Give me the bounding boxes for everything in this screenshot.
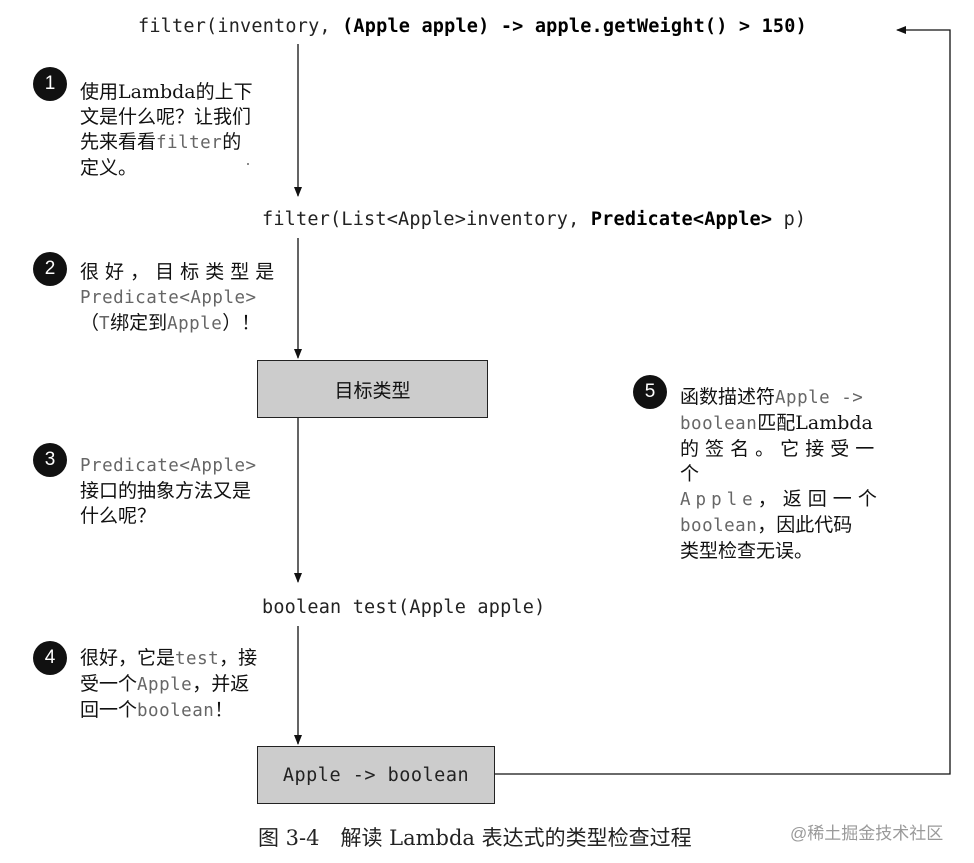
function-descriptor-box: Apple -> boolean: [257, 746, 495, 804]
note-1-line-2: 文是什么呢？让我们: [80, 106, 252, 128]
function-descriptor-label: Apple -> boolean: [282, 764, 470, 786]
note-1-line-4: 定义。: [80, 157, 138, 179]
target-type-box: 目标类型: [257, 360, 488, 418]
note-3: Predicate<Apple> 接口的抽象方法又是 什么呢？: [80, 453, 295, 529]
code-line-filter-call: filter(inventory, (Apple apple) -> apple…: [138, 16, 807, 37]
note-4-line-1: 很好，它是test，接: [80, 647, 258, 669]
step-badge-4: 4: [33, 641, 67, 675]
target-type-label: 目标类型: [334, 380, 411, 402]
note-1-line-3: 先来看看filter的: [80, 131, 242, 153]
step-badge-2: 2: [33, 252, 67, 286]
note-5-line-1: 函数描述符Apple ->: [680, 386, 864, 408]
note-2-line-1: 很 好 ， 目 标 类 型 是: [80, 261, 275, 283]
code-line-test-method: boolean test(Apple apple): [262, 597, 546, 618]
note-5: 函数描述符Apple -> boolean匹配Lambda 的 签 名 。 它 …: [680, 385, 895, 564]
note-1: 使用Lambda的上下 文是什么呢？让我们 先来看看filter的 定义。: [80, 80, 290, 181]
note-2: 很 好 ， 目 标 类 型 是 Predicate<Apple> （T绑定到Ap…: [80, 260, 295, 337]
note-3-line-3: 什么呢？: [80, 505, 157, 527]
code-filter-call-prefix: filter(inventory,: [138, 16, 343, 37]
step-badge-5: 5: [633, 375, 667, 409]
note-4-line-3: 回一个boolean！: [80, 699, 234, 721]
code-signature-prefix: filter(List<Apple>inventory,: [262, 209, 591, 230]
figure-caption: 图 3-4 解读 Lambda 表达式的类型检查过程: [258, 826, 692, 850]
note-5-line-5: boolean，因此代码: [680, 514, 853, 536]
note-3-code: Predicate<Apple>: [80, 456, 257, 476]
note-4-line-2: 受一个Apple，并返: [80, 673, 250, 695]
note-1-code: filter: [156, 133, 223, 153]
note-4: 很好，它是test，接 受一个Apple，并返 回一个boolean！: [80, 646, 295, 724]
note-5-line-4: Apple， 返 回 一 个: [680, 488, 877, 510]
note-1-line-1: 使用Lambda的上下: [80, 81, 253, 103]
note-3-line-1: Predicate<Apple>: [80, 453, 295, 479]
code-predicate-type: Predicate<Apple>: [590, 209, 773, 230]
note-2-code: Predicate<Apple>: [80, 288, 257, 308]
note-5-line-2: boolean匹配Lambda: [680, 412, 873, 434]
note-2-line-3: （T绑定到Apple）！: [80, 312, 261, 334]
note-2-line-2: Predicate<Apple>: [80, 285, 295, 311]
stray-dot: [247, 163, 249, 165]
watermark: @稀土掘金技术社区: [790, 824, 944, 843]
feedback-arrow: [495, 26, 951, 775]
step-badge-1: 1: [33, 67, 67, 101]
note-3-line-2: 接口的抽象方法又是: [80, 480, 252, 502]
code-lambda-expression: (Apple apple) -> apple.getWeight() > 150…: [342, 16, 807, 37]
note-5-line-3: 的 签 名 。 它 接 受 一 个: [680, 438, 875, 485]
code-signature-suffix: p): [772, 209, 807, 230]
code-line-filter-signature: filter(List<Apple>inventory, Predicate<A…: [262, 209, 806, 230]
step-badge-3: 3: [33, 443, 67, 477]
note-5-line-6: 类型检查无误。: [680, 540, 814, 562]
